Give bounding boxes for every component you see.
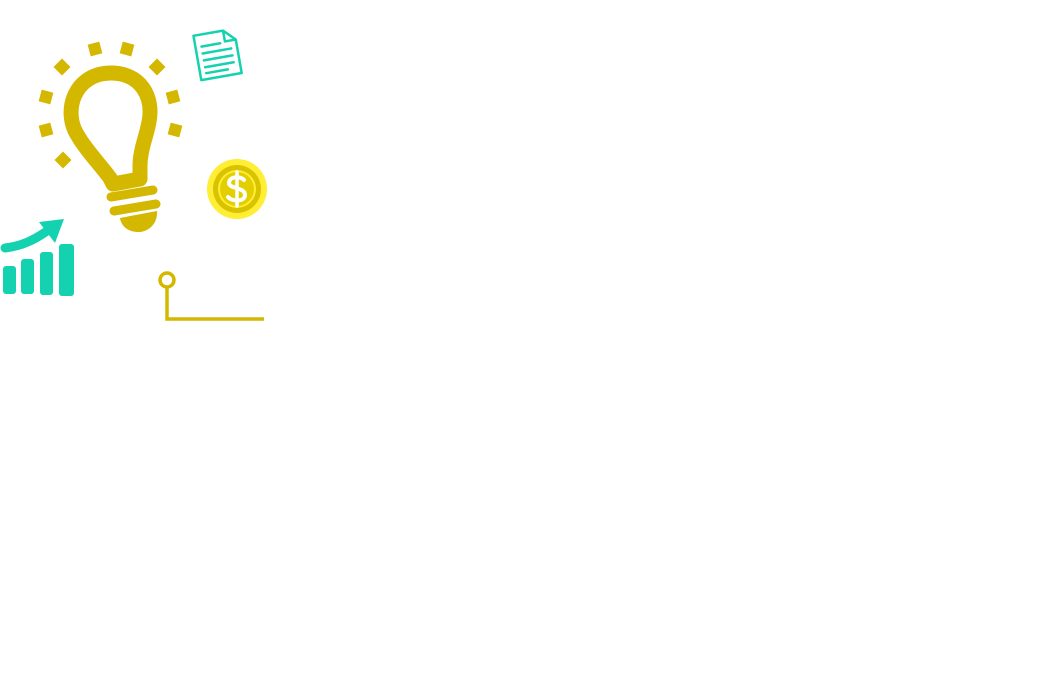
growth-chart-icon [0,219,74,296]
document-icon [192,29,243,82]
chart-bar [3,266,16,294]
connector-line [158,271,264,321]
bulb-tip [120,211,158,232]
light-rays [38,41,183,169]
arrow-head [39,219,64,243]
growth-arrow [0,226,52,253]
chart-bar [21,259,34,294]
lightbulb-icon [38,41,183,232]
bulb-glass [63,65,158,192]
chart-bar [40,252,53,295]
chart-bar [59,244,74,296]
dollar-coin-icon [207,159,267,219]
bulb-base [106,185,161,216]
